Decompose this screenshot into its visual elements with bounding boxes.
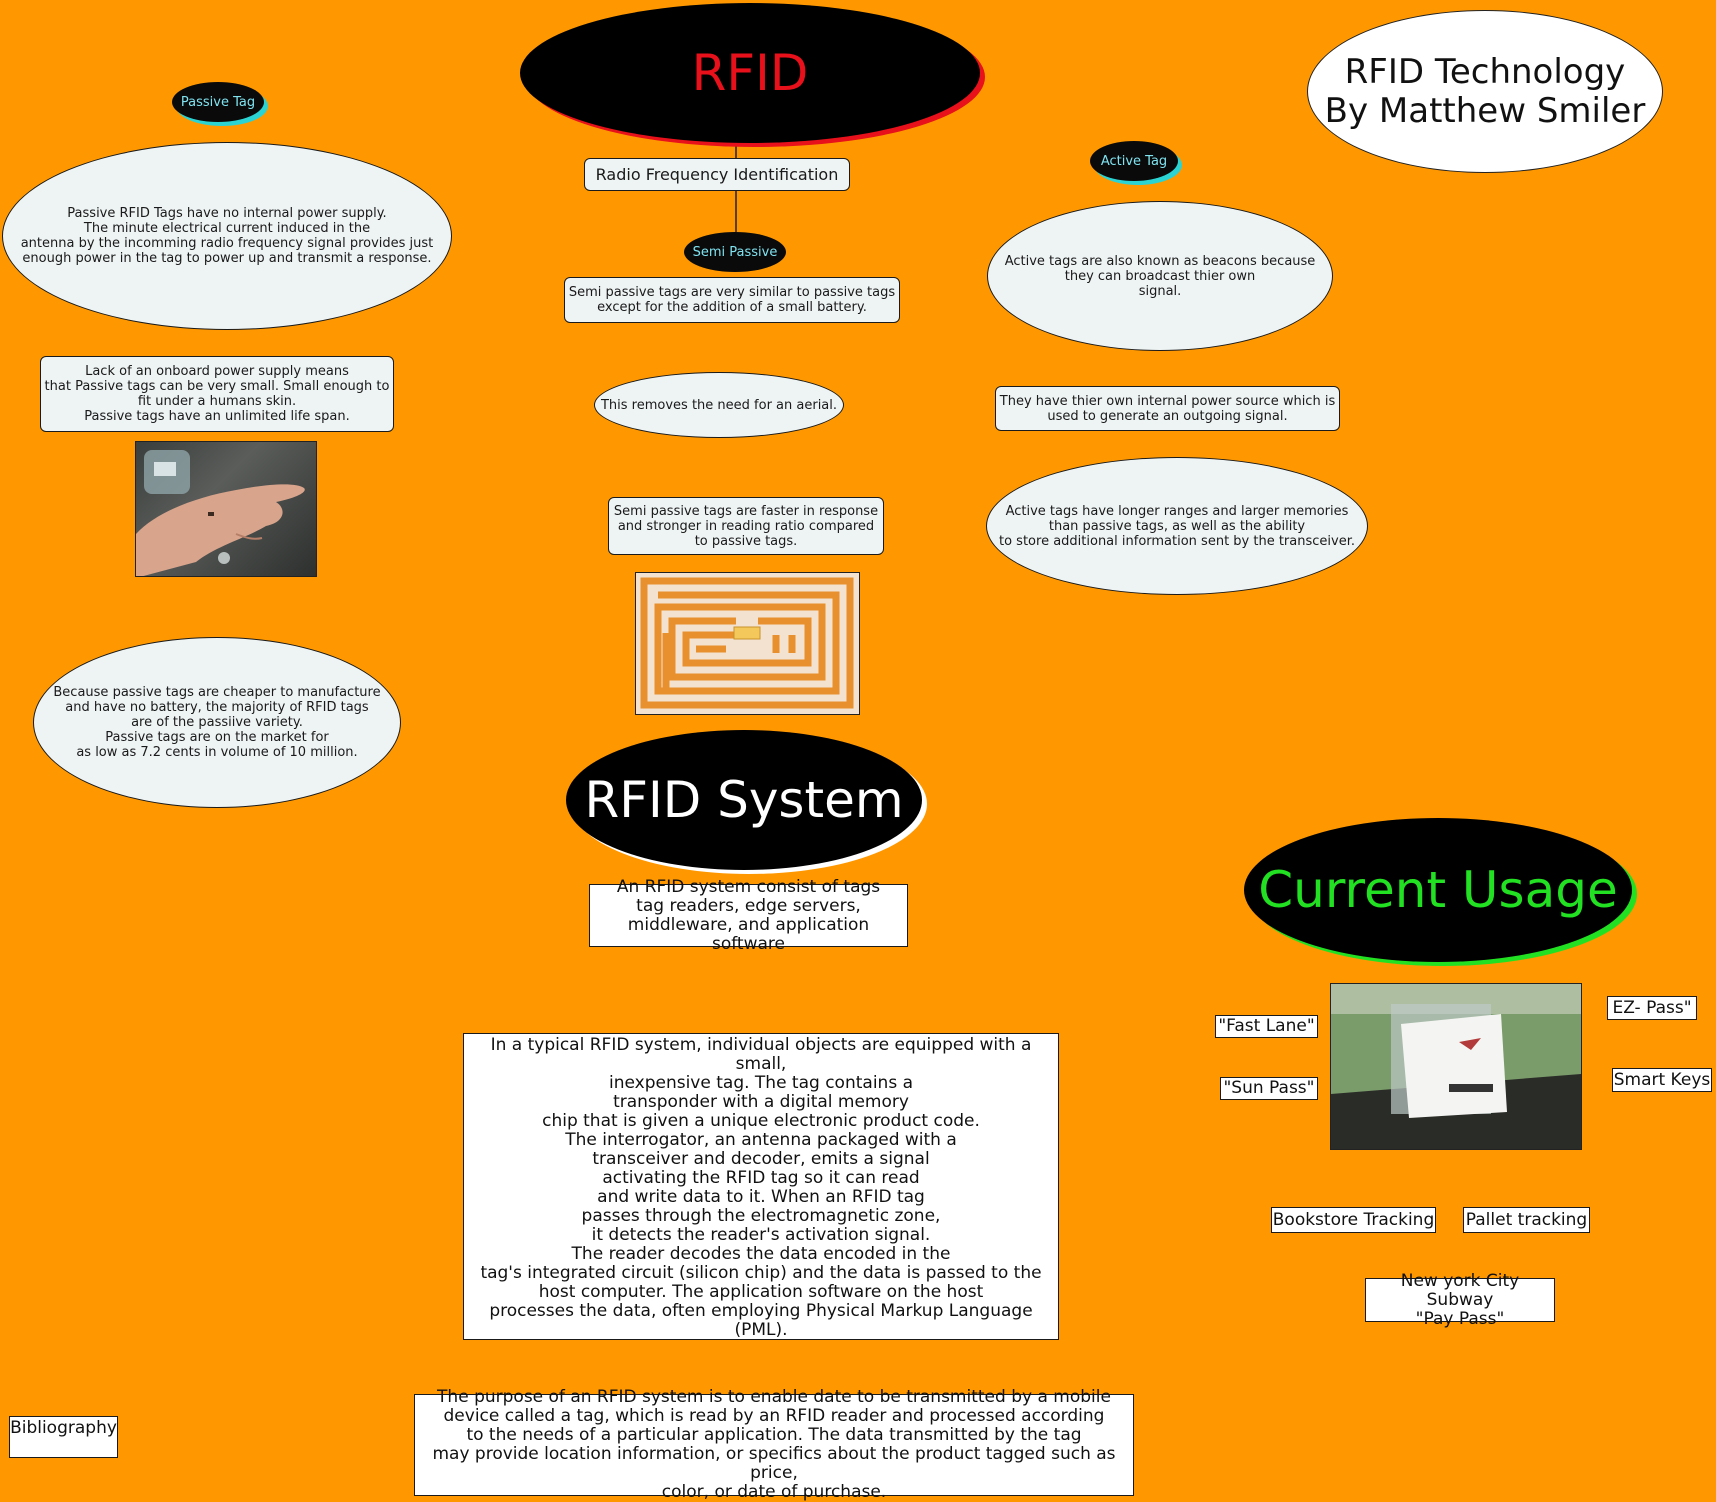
active-text-3-content: Active tags have longer ranges and large… (999, 503, 1355, 549)
semi-passive-label: Semi Passive (684, 232, 786, 272)
usage-subway: New york City Subway "Pay Pass" (1365, 1271, 1555, 1328)
current-usage-heading-text: Current Usage (1258, 861, 1618, 919)
system-purpose-box: The purpose of an RFID system is to enab… (414, 1388, 1134, 1502)
subtitle-box: Radio Frequency Identification (584, 158, 850, 191)
hand-implant-photo (135, 441, 317, 577)
rfid-system-heading: RFID System (566, 730, 922, 870)
usage-smart-keys: Smart Keys (1612, 1068, 1712, 1092)
active-text-1-content: Active tags are also known as beacons be… (1004, 253, 1316, 299)
passive-tag-label-text: Passive Tag (180, 94, 256, 110)
usage-sun-pass: "Sun Pass" (1220, 1077, 1318, 1100)
passive-text-2: Lack of an onboard power supply means th… (40, 356, 394, 432)
rfid-antenna-photo (635, 572, 860, 715)
active-text-2: They have thier own internal power sourc… (995, 386, 1340, 431)
usage-fast-lane-text: "Fast Lane" (1218, 1016, 1315, 1036)
semi-text-2-content: This removes the need for an aerial. (600, 397, 838, 413)
title-text: RFID Technology By Matthew Smiler (1324, 51, 1646, 131)
active-text-3: Active tags have longer ranges and large… (986, 457, 1368, 595)
usage-pallet-text: Pallet tracking (1465, 1209, 1588, 1230)
bibliography-text: Bibliography (10, 1418, 117, 1438)
current-usage-heading: Current Usage (1244, 818, 1632, 962)
active-text-2-content: They have thier own internal power sourc… (999, 393, 1336, 424)
passive-text-1: Passive RFID Tags have no internal power… (2, 142, 452, 330)
system-components-text: An RFID system consist of tags tag reade… (616, 876, 881, 954)
passive-text-3-content: Because passive tags are cheaper to manu… (53, 685, 381, 760)
semi-text-2: This removes the need for an aerial. (594, 372, 844, 438)
usage-ez-pass-text: EZ- Pass" (1612, 997, 1692, 1018)
hand-shape (136, 450, 305, 576)
active-tag-label-text: Active Tag (1100, 153, 1168, 169)
passive-text-1-content: Passive RFID Tags have no internal power… (20, 206, 434, 266)
usage-subway-text: New york City Subway "Pay Pass" (1400, 1270, 1520, 1329)
title-ellipse: RFID Technology By Matthew Smiler (1307, 10, 1663, 173)
usage-bookstore-text: Bookstore Tracking (1272, 1209, 1435, 1230)
semi-text-1: Semi passive tags are very similar to pa… (564, 277, 900, 323)
system-purpose-text: The purpose of an RFID system is to enab… (432, 1387, 1116, 1502)
antenna-pattern (640, 577, 854, 709)
bibliography-link[interactable]: Bibliography (9, 1416, 118, 1458)
active-text-1: Active tags are also known as beacons be… (987, 201, 1333, 351)
system-description-text: In a typical RFID system, individual obj… (480, 1035, 1042, 1340)
passive-text-3: Because passive tags are cheaper to manu… (33, 637, 401, 808)
active-tag-label: Active Tag (1090, 141, 1178, 181)
rfid-heading: RFID (520, 3, 980, 143)
rfid-heading-text: RFID (691, 44, 809, 102)
transponder-scene (1331, 984, 1581, 1149)
usage-fast-lane: "Fast Lane" (1215, 1015, 1318, 1038)
semi-passive-label-text: Semi Passive (692, 244, 778, 260)
passive-text-2-content: Lack of an onboard power supply means th… (44, 364, 390, 424)
usage-bookstore: Bookstore Tracking (1271, 1207, 1436, 1233)
usage-pallet: Pallet tracking (1463, 1207, 1590, 1233)
passive-tag-label: Passive Tag (172, 82, 264, 122)
ez-pass-transponder-photo (1330, 983, 1582, 1150)
system-description-box: In a typical RFID system, individual obj… (463, 1033, 1059, 1340)
subtitle-text: Radio Frequency Identification (595, 165, 839, 184)
semi-text-1-content: Semi passive tags are very similar to pa… (568, 285, 896, 315)
usage-sun-pass-text: "Sun Pass" (1223, 1078, 1315, 1098)
system-components-box: An RFID system consist of tags tag reade… (589, 877, 908, 953)
rfid-system-heading-text: RFID System (584, 771, 904, 829)
semi-text-3: Semi passive tags are faster in response… (608, 497, 884, 555)
usage-ez-pass: EZ- Pass" (1607, 996, 1697, 1020)
usage-smart-keys-text: Smart Keys (1613, 1069, 1711, 1090)
semi-text-3-content: Semi passive tags are faster in response… (613, 503, 879, 549)
